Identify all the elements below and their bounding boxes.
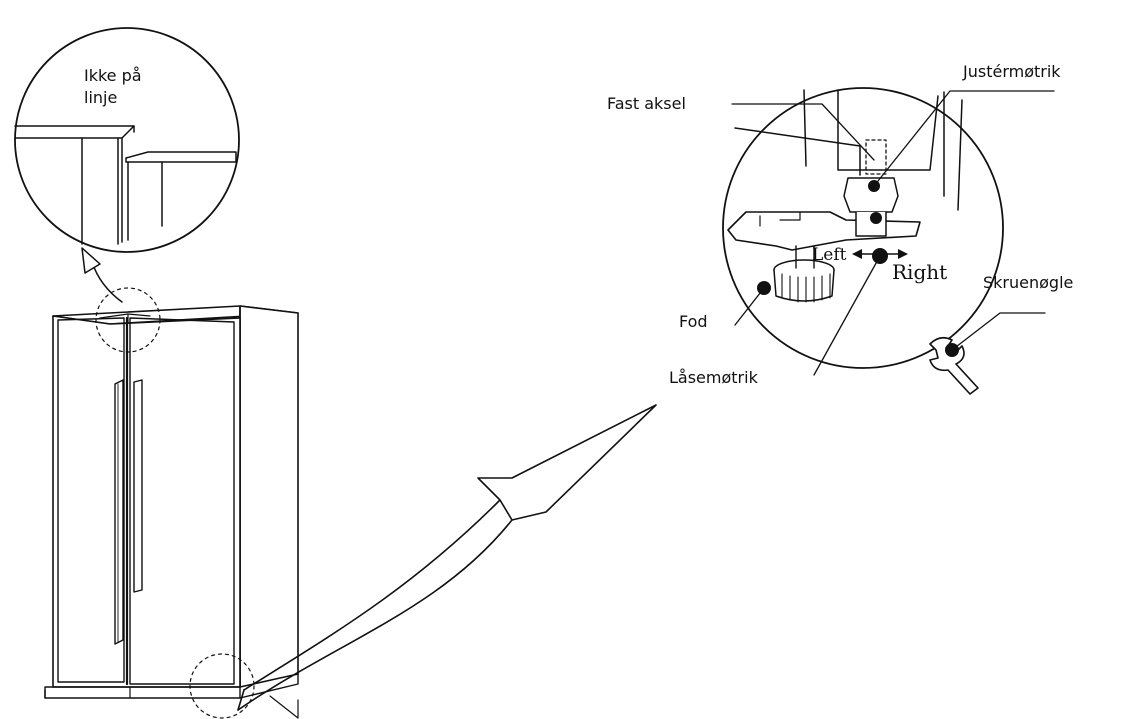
leader-foot	[734, 287, 765, 326]
zoom-circle-foot	[722, 87, 1004, 369]
leader-wrench	[951, 312, 1046, 351]
label-foot: Fod	[679, 312, 708, 331]
refrigerator	[44, 287, 299, 719]
label-right: Right	[892, 260, 948, 284]
leader-lock-nut	[813, 255, 881, 376]
zoom-arrow-main	[237, 404, 657, 719]
leader-lines	[731, 90, 1055, 376]
label-adjusting-nut: Justérmøtrik	[963, 62, 1061, 81]
leader-fixed-shaft	[731, 103, 875, 161]
label-left: Left	[812, 245, 847, 265]
label-lock-nut: Låsemøtrik	[669, 368, 758, 387]
wrench-icon	[929, 336, 979, 395]
label-misaligned-1: Ikke på	[84, 66, 142, 85]
label-misaligned-2: linje	[84, 88, 118, 107]
label-fixed-shaft: Fast aksel	[607, 94, 686, 113]
zoom-arrow-top	[81, 247, 123, 303]
leader-adjusting-nut	[873, 90, 1055, 187]
zoom-circle-misaligned	[14, 27, 240, 253]
label-wrench: Skruenøgle	[983, 273, 1074, 292]
